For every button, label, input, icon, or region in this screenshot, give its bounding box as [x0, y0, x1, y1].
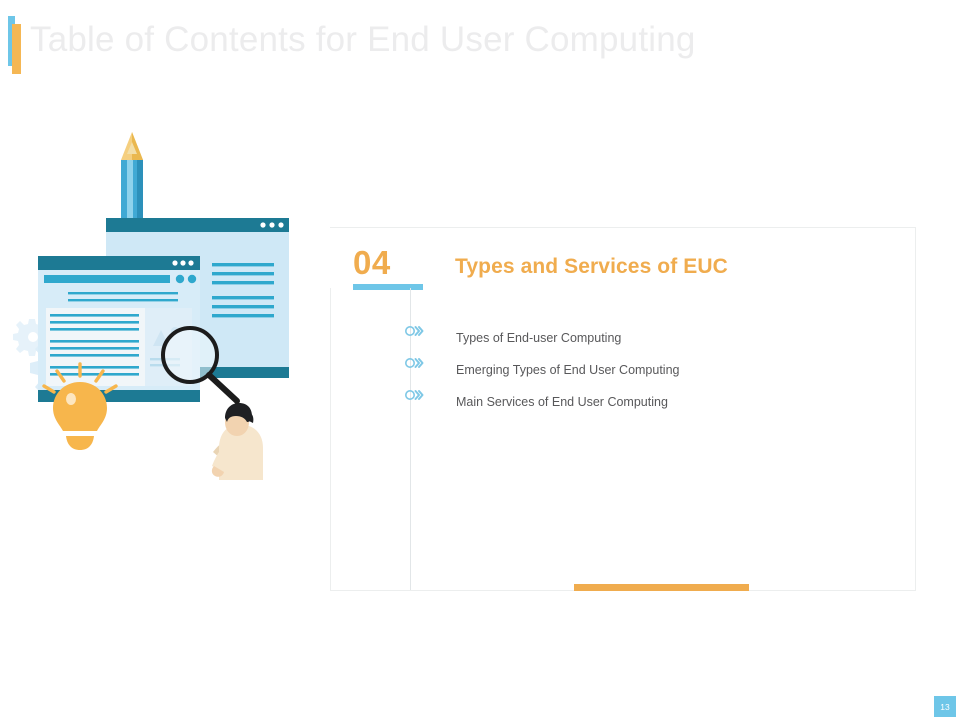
pencil-icon [119, 132, 145, 224]
section-number-underline [353, 284, 423, 290]
magnifying-glass-icon [161, 326, 240, 404]
list-item[interactable]: Emerging Types of End User Computing [404, 354, 904, 386]
list-item[interactable]: Main Services of End User Computing [404, 386, 904, 418]
panel-bottom-accent-bar [574, 584, 749, 591]
lightbulb-icon [42, 362, 118, 450]
list-item[interactable]: Types of End-user Computing [404, 322, 904, 354]
title-accent-bar-orange [12, 24, 21, 74]
vertical-connector-line [410, 288, 411, 590]
section-heading: Types and Services of EUC [455, 255, 728, 278]
list-item-label: Types of End-user Computing [456, 331, 622, 345]
chevron-circle-icon [404, 324, 424, 338]
page-title: Table of Contents for End User Computing [30, 20, 696, 59]
toc-list: Types of End-user Computing Emerging Typ… [404, 322, 904, 418]
chevron-circle-icon [404, 388, 424, 402]
content-panel [330, 227, 916, 591]
list-item-label: Emerging Types of End User Computing [456, 363, 680, 377]
page-number-badge: 13 [934, 696, 956, 717]
list-item-label: Main Services of End User Computing [456, 395, 668, 409]
section-number-block: 04 [353, 245, 423, 290]
title-accent-bar-blue [8, 16, 15, 66]
chevron-circle-icon [404, 356, 424, 370]
section-number: 04 [353, 244, 391, 281]
panel-left-mask [329, 228, 411, 288]
end-user-computing-illustration [0, 118, 310, 578]
person-figure [211, 403, 264, 578]
